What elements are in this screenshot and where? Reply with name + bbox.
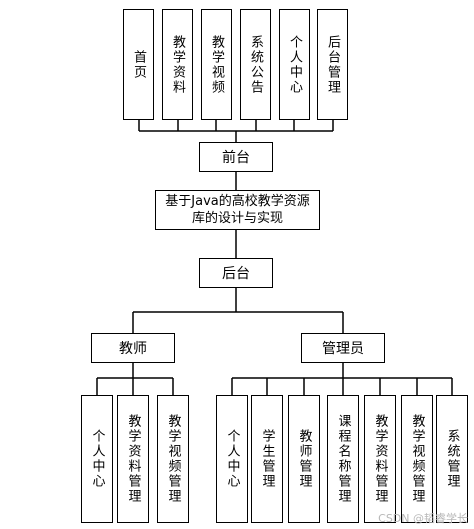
admin-module-course-name-management: 课程名称管理 bbox=[327, 395, 359, 523]
teacher-module-videos-management: 教学视频管理 bbox=[157, 395, 189, 523]
module-label: 系统管理 bbox=[444, 429, 460, 489]
module-label: 学生管理 bbox=[259, 429, 275, 489]
module-box-teaching-videos: 教学视频 bbox=[201, 9, 232, 120]
admin-module-materials-management: 教学资料管理 bbox=[364, 395, 396, 523]
teacher-module-materials-management: 教学资料管理 bbox=[117, 395, 149, 523]
frontend-label: 前台 bbox=[222, 150, 250, 166]
teacher-module-personal-center: 个人中心 bbox=[81, 395, 113, 523]
admin-module-teacher-management: 教师管理 bbox=[288, 395, 320, 523]
module-label: 教学资料管理 bbox=[372, 414, 388, 504]
module-label: 首页 bbox=[131, 49, 146, 80]
module-label: 教学资料 bbox=[170, 34, 185, 95]
module-label: 教学视频管理 bbox=[165, 414, 181, 504]
module-box-personal-center: 个人中心 bbox=[279, 9, 310, 120]
system-title-box: 基于Java的高校教学资源库的设计与实现 bbox=[155, 190, 320, 230]
admin-module-personal-center: 个人中心 bbox=[216, 395, 248, 523]
module-box-home: 首页 bbox=[123, 9, 154, 120]
module-label: 教学视频 bbox=[209, 34, 224, 95]
module-label: 个人中心 bbox=[287, 34, 302, 95]
teacher-role-box: 教师 bbox=[91, 333, 175, 363]
module-box-admin-panel: 后台管理 bbox=[317, 9, 348, 120]
module-label: 系统公告 bbox=[248, 34, 263, 95]
backend-box: 后台 bbox=[199, 258, 273, 288]
module-label: 个人中心 bbox=[89, 429, 105, 489]
admin-module-videos-management: 教学视频管理 bbox=[401, 395, 433, 523]
module-label: 教学资料管理 bbox=[125, 414, 141, 504]
module-label: 教师管理 bbox=[296, 429, 312, 489]
admin-role-box: 管理员 bbox=[301, 333, 385, 363]
watermark: CSDN @韬睿学长 bbox=[378, 512, 468, 525]
frontend-box: 前台 bbox=[199, 142, 273, 172]
module-box-announcements: 系统公告 bbox=[240, 9, 271, 120]
admin-role-label: 管理员 bbox=[322, 341, 364, 357]
module-label: 后台管理 bbox=[325, 34, 340, 95]
teacher-role-label: 教师 bbox=[119, 341, 147, 357]
admin-module-student-management: 学生管理 bbox=[251, 395, 283, 523]
module-label: 教学视频管理 bbox=[409, 414, 425, 504]
backend-label: 后台 bbox=[222, 266, 250, 282]
module-label: 课程名称管理 bbox=[335, 414, 351, 504]
module-label: 个人中心 bbox=[224, 429, 240, 489]
module-box-teaching-materials: 教学资料 bbox=[162, 9, 193, 120]
admin-module-system-management: 系统管理 bbox=[436, 395, 468, 523]
system-title: 基于Java的高校教学资源库的设计与实现 bbox=[165, 194, 310, 226]
